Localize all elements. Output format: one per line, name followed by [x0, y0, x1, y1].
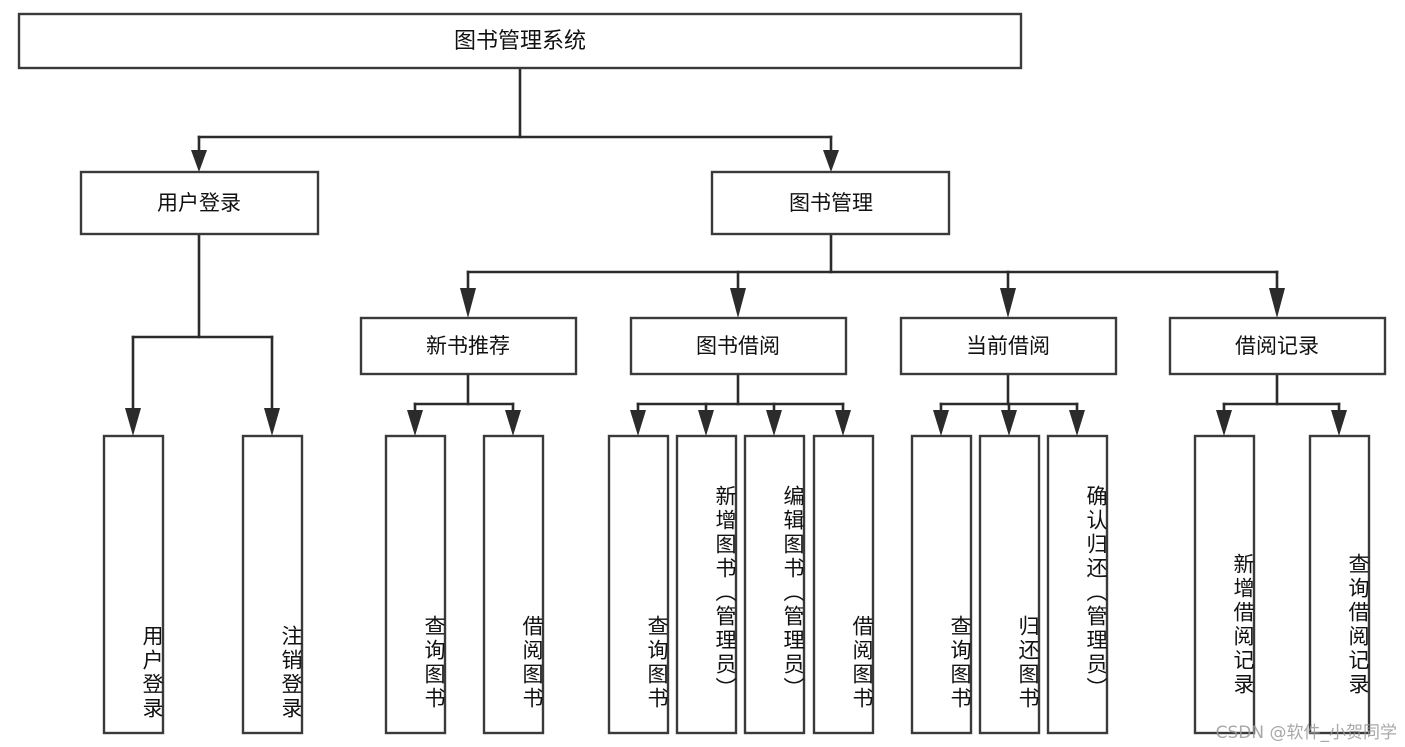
node-box-borrow-record[interactable] [1168, 316, 1387, 376]
node-box-leaf-cb-query-book[interactable] [910, 434, 973, 735]
node-box-leaf-bb-add-book[interactable] [675, 434, 738, 735]
node-box-leaf-user-login[interactable] [102, 434, 165, 735]
node-box-leaf-cb-return-book[interactable] [978, 434, 1041, 735]
node-box-book-manage[interactable] [710, 170, 951, 236]
arrow-head-icon-leaf-br-query-record [1331, 410, 1347, 436]
arrow-head-icon-current-borrow [1000, 288, 1016, 318]
arrow-head-icon-leaf-bb-add-book [698, 410, 714, 436]
arrow-head-icon-user-login [191, 150, 207, 172]
watermark-label: CSDN @软件_小贺同学 [1215, 723, 1397, 743]
arrow-head-icon-leaf-rec-query-book [407, 410, 423, 436]
node-label-book-manage: 图书管理 [789, 191, 873, 215]
node-box-leaf-bb-query-book[interactable] [607, 434, 670, 735]
arrow-head-icon-leaf-cb-query-book [933, 410, 949, 436]
arrow-head-icon-borrow-record [1269, 288, 1285, 318]
arrow-head-icon-leaf-user-login [125, 408, 141, 436]
node-box-leaf-bb-borrow-book[interactable] [812, 434, 875, 735]
node-box-leaf-bb-edit-book[interactable] [743, 434, 806, 735]
arrow-head-icon-leaf-bb-query-book [630, 410, 646, 436]
node-box-leaf-br-add-record[interactable] [1193, 434, 1256, 735]
node-box-current-borrow[interactable] [899, 316, 1118, 376]
node-box-leaf-rec-query-book[interactable] [384, 434, 447, 735]
arrow-head-icon-leaf-rec-borrow-book [505, 410, 521, 436]
node-label-borrow-record: 借阅记录 [1235, 334, 1319, 358]
node-box-leaf-rec-borrow-book[interactable] [482, 434, 545, 735]
arrow-head-icon-new-book-rec [460, 288, 476, 318]
arrow-head-icon-leaf-br-add-record [1216, 410, 1232, 436]
node-layer: 图书管理系统 用户登录 图书管理 新书推荐 图书借阅 当前借阅 借阅记录 [17, 12, 1387, 735]
node-label-user-login: 用户登录 [157, 191, 241, 215]
arrow-head-icon-book-manage [823, 150, 839, 172]
node-box-new-book-rec[interactable] [359, 316, 578, 376]
connector-layer [125, 66, 1347, 436]
arrow-head-icon-leaf-cb-return-book [1001, 410, 1017, 436]
node-label-new-book-rec: 新书推荐 [426, 334, 510, 358]
node-box-leaf-br-query-record[interactable] [1308, 434, 1371, 735]
node-box-leaf-cb-confirm-return[interactable] [1046, 434, 1109, 735]
node-label-current-borrow: 当前借阅 [966, 334, 1050, 358]
node-label-root: 图书管理系统 [454, 29, 586, 54]
node-box-book-borrow[interactable] [629, 316, 848, 376]
node-label-book-borrow: 图书借阅 [696, 334, 780, 358]
arrow-head-icon-leaf-cb-confirm-return [1069, 410, 1085, 436]
arrow-head-icon-leaf-logout [264, 408, 280, 436]
arrow-head-icon-leaf-bb-borrow-book [835, 410, 851, 436]
node-box-user-login[interactable] [79, 170, 320, 236]
arrow-head-icon-book-borrow [730, 288, 746, 318]
node-box-root[interactable] [17, 12, 1023, 70]
node-box-leaf-logout[interactable] [241, 434, 304, 735]
arrow-head-icon-leaf-bb-edit-book [766, 410, 782, 436]
